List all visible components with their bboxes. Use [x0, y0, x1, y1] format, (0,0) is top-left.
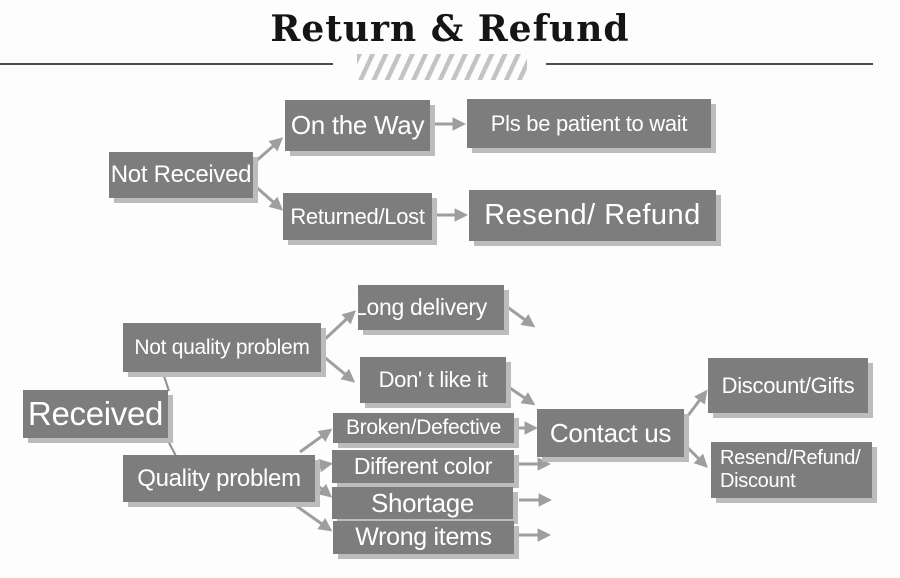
node-long-delivery: Long delivery: [358, 285, 504, 330]
arrow-quality-to-broken: [299, 428, 333, 454]
arrow-not-received-to-returned-lost: [254, 184, 284, 211]
hatch-decoration: [357, 54, 527, 80]
node-different-color: Different color: [332, 450, 514, 483]
node-contact-us: Contact us: [537, 409, 684, 457]
node-broken-defective: Broken/Defective: [333, 413, 514, 443]
node-resend-refund: Resend/ Refund: [469, 190, 716, 241]
arrow-not-received-to-on-the-way: [254, 137, 284, 164]
arrow-not-quality-to-dont-like: [322, 354, 356, 383]
node-received: Received: [23, 390, 168, 438]
node-pls-be-patient: Pls be patient to wait: [467, 99, 711, 148]
node-resend-refund-discount: Resend/Refund/ Discount: [711, 442, 872, 498]
arrow-contact-to-discount: [682, 389, 708, 422]
arrow-quality-to-wrong: [294, 503, 333, 532]
title-rule-right: [546, 63, 873, 65]
node-not-received: Not Received: [109, 152, 253, 198]
line-received-to-not-quality: [162, 372, 170, 392]
arrow-not-quality-to-long-delivery: [321, 310, 356, 343]
node-shortage: Shortage: [332, 487, 513, 519]
node-not-quality-problem: Not quality problem: [123, 323, 321, 372]
page-title: Return & Refund: [270, 8, 630, 50]
node-discount-gifts: Discount/Gifts: [708, 358, 868, 413]
arrow-long-delivery-out: [505, 304, 536, 328]
arrow-dont-like-to-contact: [506, 384, 536, 406]
node-quality-problem: Quality problem: [123, 455, 315, 502]
arrow-quality-to-different: [316, 458, 333, 473]
node-returned-lost: Returned/Lost: [283, 193, 432, 240]
node-on-the-way: On the Way: [285, 100, 430, 151]
arrow-quality-to-shortage: [316, 483, 333, 498]
title-rule-left: [0, 63, 333, 65]
arrow-contact-to-resend-discount: [682, 442, 708, 468]
line-received-to-quality: [165, 436, 177, 457]
node-dont-like-it: Don' t like it: [360, 357, 506, 403]
node-wrong-items: Wrong items: [333, 521, 514, 554]
